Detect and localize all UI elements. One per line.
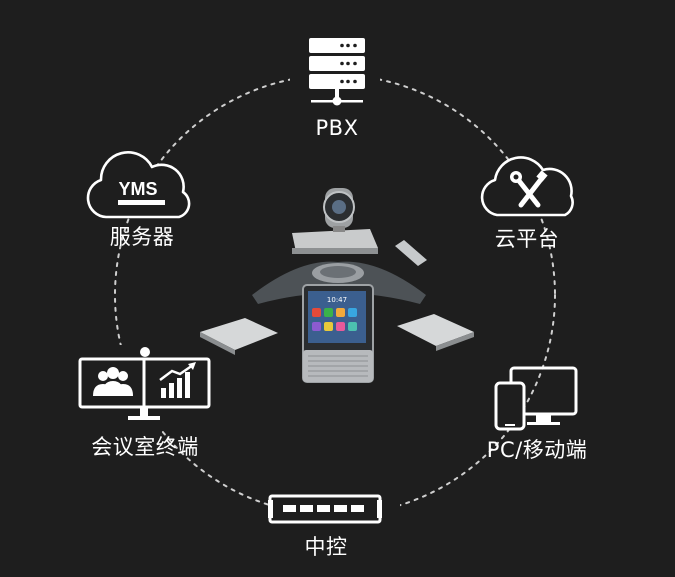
conference-system-device-icon: 10:47 xyxy=(200,188,474,383)
cloud-platform-label: 云平台 xyxy=(494,227,560,251)
central-control-rack-icon xyxy=(268,488,400,524)
central-control-label: 中控 xyxy=(304,535,348,559)
server-label: 服务器 xyxy=(109,225,175,249)
pc-mobile-icon xyxy=(494,366,578,431)
pc-mobile-label: PC/移动端 xyxy=(486,438,588,462)
pbx-server-icon xyxy=(290,15,380,115)
yms-badge-text: YMS xyxy=(118,179,157,199)
device-screen-time: 10:47 xyxy=(327,296,347,304)
meeting-room-terminal-icon xyxy=(70,345,215,430)
meeting-room-terminal-label: 会议室终端 xyxy=(91,435,199,459)
yms-server-cloud-icon: YMS xyxy=(86,151,191,219)
cloud-tools-icon xyxy=(480,156,574,217)
pbx-label: PBX xyxy=(315,116,359,140)
